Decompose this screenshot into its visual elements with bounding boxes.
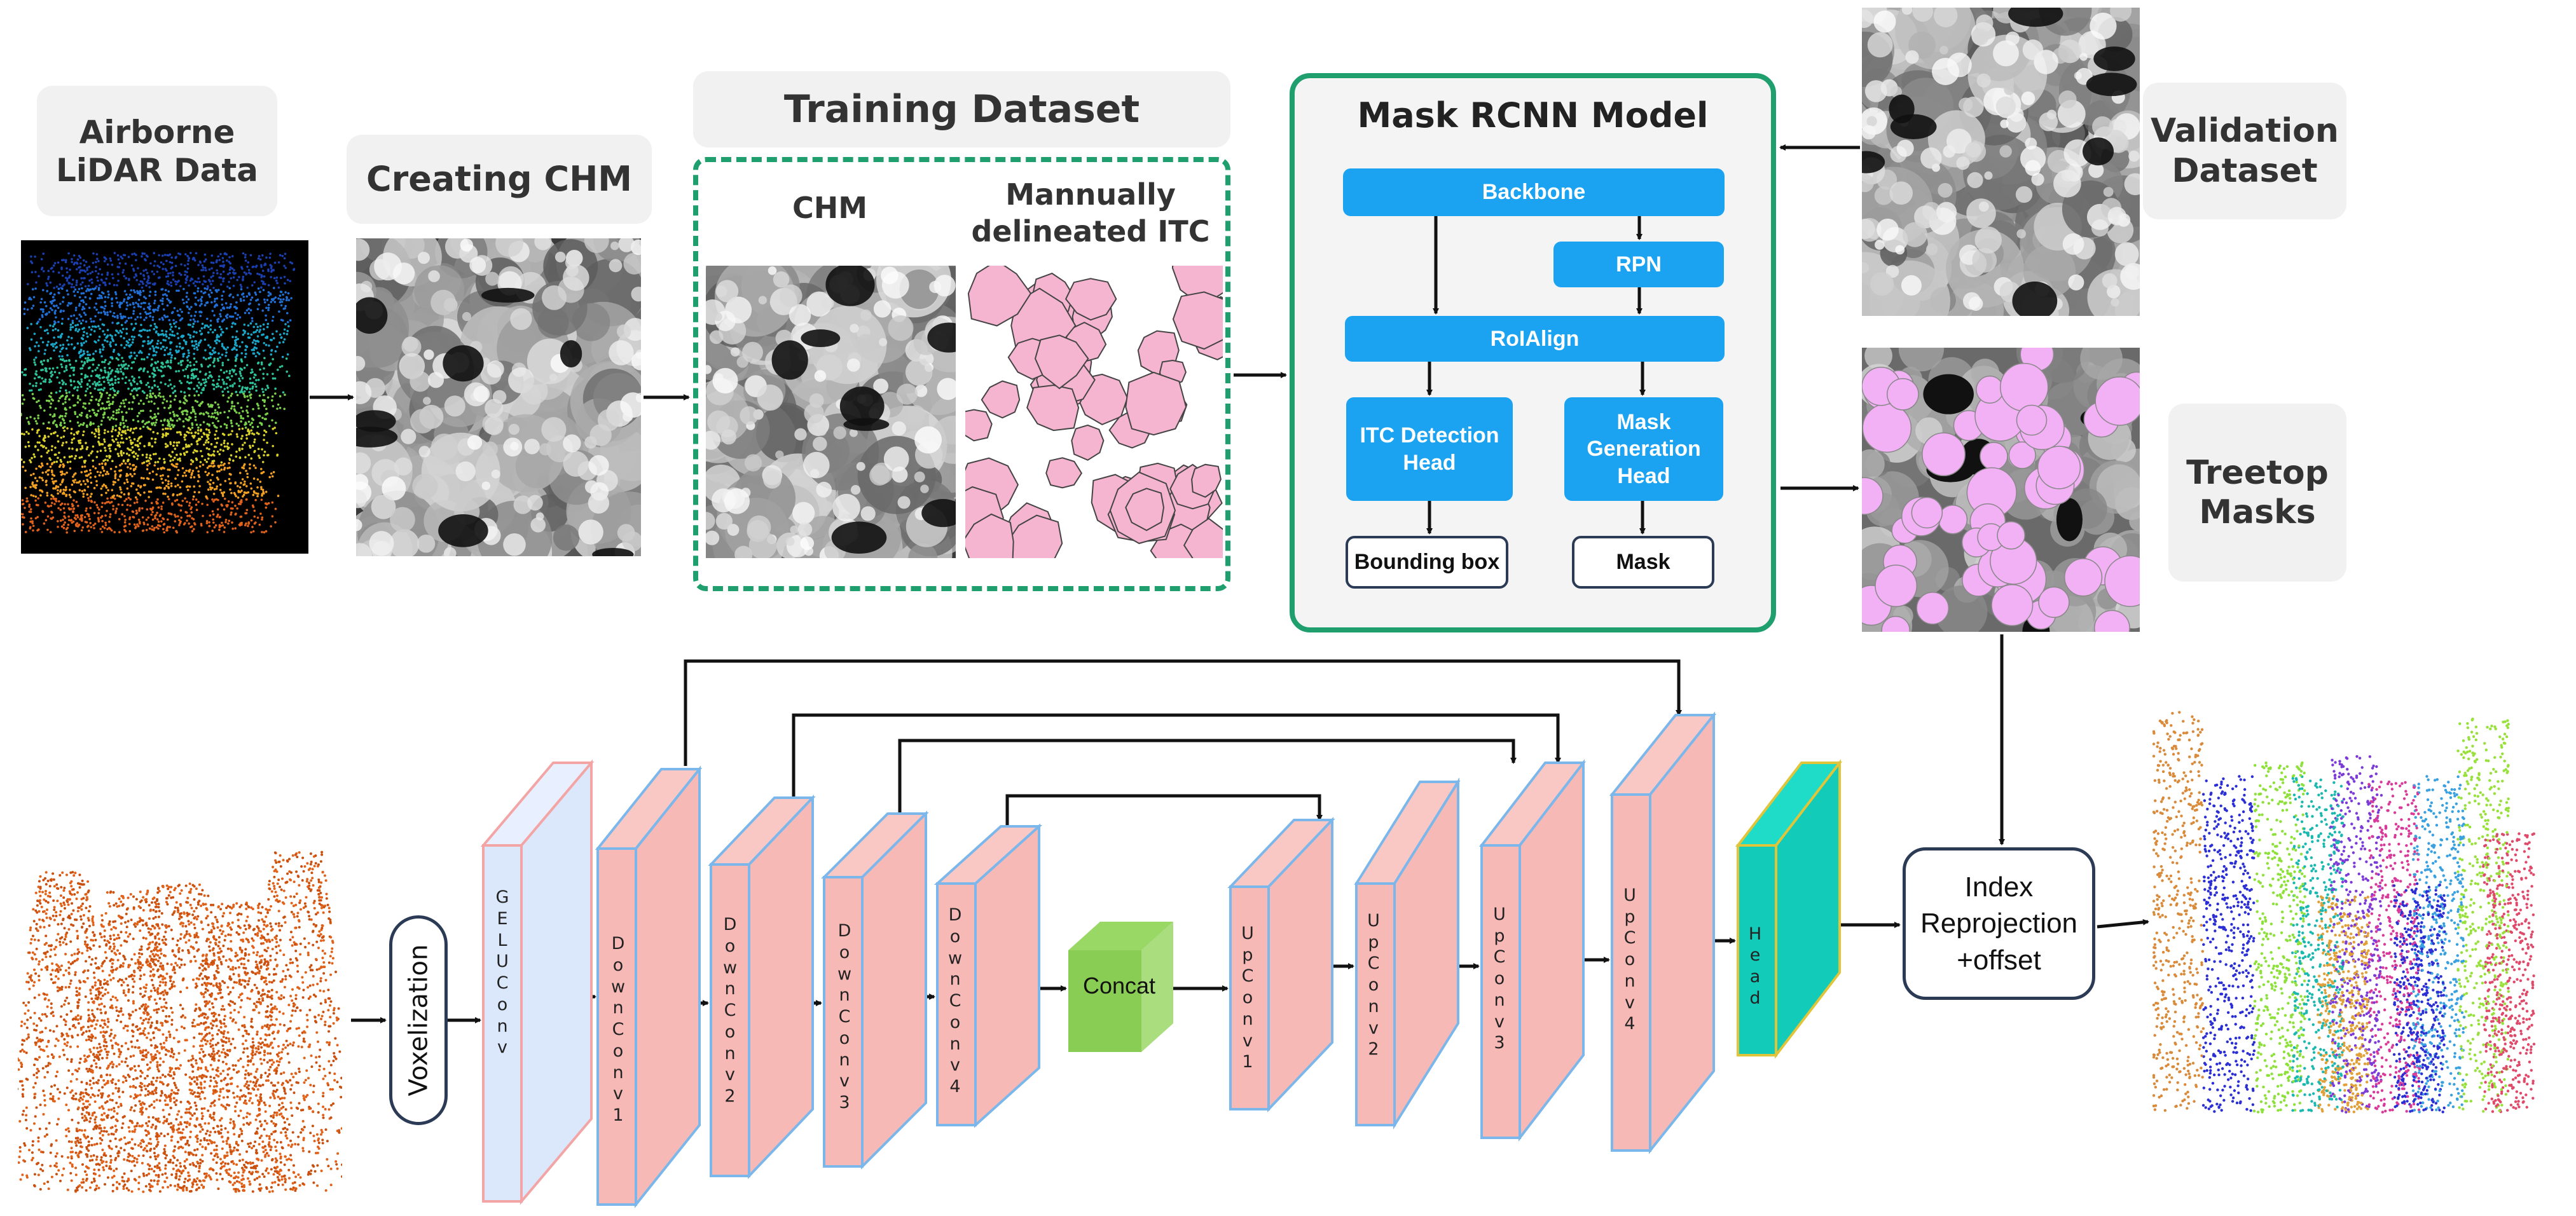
voxelization-box: Voxelization	[389, 915, 448, 1125]
mask-output: Mask	[1572, 536, 1714, 589]
index-reprojection-box: Index Reprojection +offset	[1903, 847, 2095, 1000]
voxelization-label: Voxelization	[404, 944, 433, 1096]
chm-image-1	[326, 214, 676, 595]
mask-rcnn-title: Mask RCNN Model	[1357, 95, 1709, 135]
roialign-block: RoIAlign	[1345, 316, 1725, 362]
lidar-data-image	[6, 240, 308, 554]
bounding-box-output: Bounding box	[1346, 536, 1508, 589]
airborne-lidar-label: Airborne LiDAR Data	[37, 86, 277, 216]
treetop-masks-label: Treetop Masks	[2168, 404, 2346, 582]
input-point-cloud	[0, 845, 362, 1198]
itc-column-label: Mannually delineated ITC	[971, 177, 1210, 249]
rpn-block: RPN	[1553, 242, 1724, 287]
chm-column-label: CHM	[792, 191, 868, 225]
backbone-block: Backbone	[1343, 168, 1725, 216]
itc-delineated-image	[937, 237, 1246, 583]
index-reprojection-label: Index Reprojection +offset	[1920, 871, 2078, 976]
mask-generation-head-block: Mask Generation Head	[1564, 397, 1723, 501]
training-dataset-frame	[693, 157, 1230, 591]
segmented-point-cloud	[2152, 706, 2559, 1144]
chm-training-image	[665, 228, 990, 596]
concat-label: Concat	[1082, 973, 1156, 999]
treetop-masks-image	[1845, 325, 2166, 652]
itc-detection-head-block: ITC Detection Head	[1346, 397, 1513, 501]
training-dataset-title: Training Dataset	[693, 71, 1230, 147]
validation-dataset-label: Validation Dataset	[2143, 83, 2346, 219]
creating-chm-label: Creating CHM	[347, 135, 652, 224]
